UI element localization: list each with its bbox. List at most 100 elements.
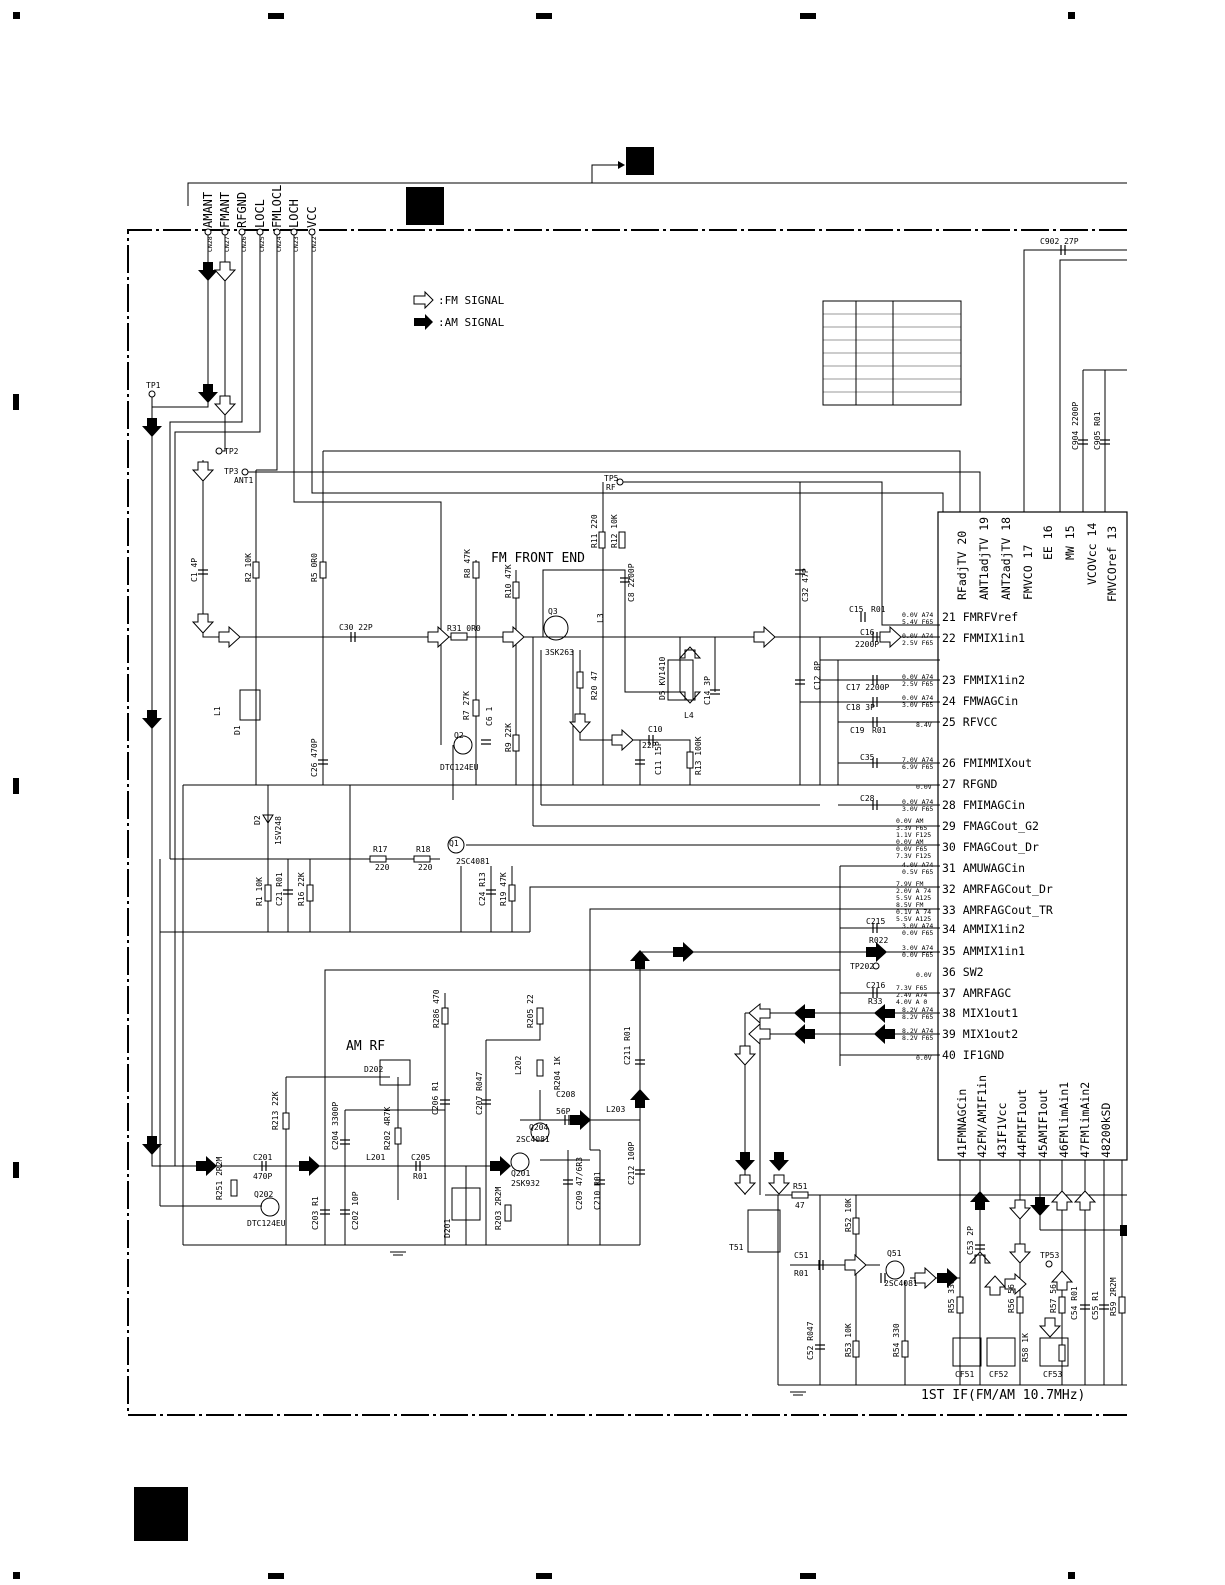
svg-text:7.9V FM: 7.9V FM	[896, 880, 923, 888]
svg-text:8.4V: 8.4V	[916, 721, 932, 729]
svg-text:48200kSD: 48200kSD	[1099, 1103, 1113, 1158]
svg-text:C12 8P: C12 8P	[813, 661, 822, 690]
svg-text:R33: R33	[868, 997, 883, 1006]
svg-text:R18: R18	[416, 845, 431, 854]
svg-text:C28: C28	[860, 794, 875, 803]
svg-text:C30 22P: C30 22P	[339, 623, 373, 632]
ic-pin-43: 43IF1Vcc	[995, 1103, 1009, 1158]
ic-pin-13: FMVCOref 13	[1105, 526, 1119, 602]
ic-pin-44: 44FMIF1out	[1015, 1089, 1029, 1158]
svg-text:C52 R047: C52 R047	[806, 1321, 815, 1360]
svg-text:0.0V AM: 0.0V AM	[896, 838, 923, 846]
test-point-tp1: TP1	[146, 381, 161, 390]
ic-pin-45: 45AMIF1out	[1036, 1089, 1050, 1158]
svg-text:7.0V A74: 7.0V A74	[902, 756, 933, 764]
svg-text:220: 220	[418, 863, 433, 872]
svg-text:CN28: CN28	[206, 236, 214, 252]
svg-text:R251 2R2M: R251 2R2M	[215, 1156, 224, 1200]
svg-text:34 AMMIX1in2: 34 AMMIX1in2	[942, 922, 1025, 936]
test-point-ant1: ANT1	[234, 476, 253, 485]
svg-text:0.1V A 74: 0.1V A 74	[896, 908, 931, 916]
svg-text:3SK263: 3SK263	[545, 648, 574, 657]
cf52-filter-icon	[986, 1337, 1016, 1367]
svg-text:R11 220: R11 220	[590, 514, 599, 548]
first-if-heading: 1ST IF(FM/AM 10.7MHz)	[921, 1388, 1085, 1403]
svg-text:C209 47/6R3: C209 47/6R3	[575, 1157, 584, 1210]
svg-text:C10: C10	[648, 725, 663, 734]
svg-text:R1 10K: R1 10K	[255, 877, 264, 906]
connector-label-fmlocl: FMLOCL	[270, 185, 284, 228]
svg-text:D2: D2	[253, 815, 262, 825]
svg-text:C904 2200P: C904 2200P	[1071, 402, 1080, 450]
svg-text:D1: D1	[233, 725, 242, 735]
connector-label-amant: AMANT	[201, 192, 215, 228]
voltage-table	[822, 300, 962, 406]
svg-text:L3: L3	[596, 613, 605, 623]
legend-am-label: :AM SIGNAL	[438, 316, 505, 329]
svg-text:0.0V F65: 0.0V F65	[902, 929, 933, 937]
svg-text:22P: 22P	[642, 741, 657, 750]
svg-text:2200P: 2200P	[855, 640, 879, 649]
svg-text:0.0V AM: 0.0V AM	[896, 817, 923, 825]
ic-bottom-pins: 41FMNAGCin 42FM/AMIF1in 43IF1Vcc 44FMIF1…	[955, 1075, 1113, 1158]
svg-text:C15: C15	[849, 605, 864, 614]
svg-text:C54 R01: C54 R01	[1070, 1286, 1079, 1320]
svg-text:Q1: Q1	[449, 839, 459, 848]
svg-text:R57 56: R57 56	[1049, 1284, 1058, 1313]
q204-transistor-icon	[530, 1122, 550, 1142]
svg-text:R202 4R7K: R202 4R7K	[383, 1106, 392, 1150]
svg-text:5.5V A125: 5.5V A125	[896, 894, 931, 902]
t51-transformer-icon	[747, 1209, 781, 1253]
am-signal-arrow-icon	[414, 314, 433, 330]
cf53-filter-icon	[1039, 1337, 1069, 1367]
svg-text:220: 220	[375, 863, 390, 872]
test-point-tp53: TP53	[1040, 1251, 1059, 1260]
svg-text:44FMIF1out: 44FMIF1out	[1015, 1089, 1029, 1158]
svg-text:0.0V: 0.0V	[916, 971, 932, 979]
svg-text:CN27: CN27	[223, 236, 231, 252]
svg-text:45AMIF1out: 45AMIF1out	[1036, 1089, 1050, 1158]
svg-text:8.2V F65: 8.2V F65	[902, 1013, 933, 1021]
svg-text:0.0V A74: 0.0V A74	[902, 611, 933, 619]
svg-text:2SC4081: 2SC4081	[884, 1279, 918, 1288]
svg-text:R7 27K: R7 27K	[462, 691, 471, 720]
d1-diode-icon	[239, 689, 261, 721]
svg-text:R31 0R0: R31 0R0	[447, 624, 481, 633]
svg-text:R205 22: R205 22	[526, 994, 535, 1028]
svg-text:Q202: Q202	[254, 1190, 273, 1199]
svg-text:C55 R1: C55 R1	[1091, 1291, 1100, 1320]
ic-pin-15: MW 15	[1063, 525, 1077, 560]
svg-text:CF52: CF52	[989, 1370, 1008, 1379]
ic-pin-20: RFadjTV 20	[955, 531, 969, 600]
svg-text:56P: 56P	[556, 1107, 571, 1116]
ic-pin-42: 42FM/AMIF1in	[975, 1075, 989, 1158]
svg-text:EE 16: EE 16	[1041, 525, 1055, 560]
ic-pin-18: ANT2adjTV 18	[999, 517, 1013, 600]
svg-text:FMVCOref 13: FMVCOref 13	[1105, 526, 1119, 602]
svg-text:3.3V F65: 3.3V F65	[896, 824, 927, 832]
svg-text:41FMNAGCin: 41FMNAGCin	[955, 1089, 969, 1158]
page-index-block	[626, 147, 654, 175]
ic-pin-48: 48200kSD	[1099, 1103, 1113, 1158]
svg-text:C8 2200P: C8 2200P	[627, 563, 636, 602]
svg-text:C19: C19	[850, 726, 865, 735]
svg-text:DTC124EU: DTC124EU	[440, 763, 479, 772]
svg-text:R59 2R2M: R59 2R2M	[1109, 1277, 1118, 1316]
svg-text:C35: C35	[860, 753, 875, 762]
svg-text:CN26: CN26	[240, 236, 248, 252]
svg-text:C202 10P: C202 10P	[351, 1191, 360, 1230]
connector-label-loch: LOCH	[287, 199, 301, 228]
svg-text:30 FMAGCout_Dr: 30 FMAGCout_Dr	[942, 840, 1039, 854]
svg-text:C26 470P: C26 470P	[310, 738, 319, 777]
svg-text:CF53: CF53	[1043, 1370, 1062, 1379]
d2-diode-icon	[262, 814, 274, 824]
svg-text:0.0V F65: 0.0V F65	[896, 845, 927, 853]
svg-text:MW 15: MW 15	[1063, 525, 1077, 560]
q1-transistor-icon	[447, 836, 465, 854]
fm-signal-arrows	[191, 261, 1097, 1338]
svg-text:C18 3P: C18 3P	[846, 703, 875, 712]
svg-text:33 AMRFAGCout_TR: 33 AMRFAGCout_TR	[942, 903, 1053, 917]
